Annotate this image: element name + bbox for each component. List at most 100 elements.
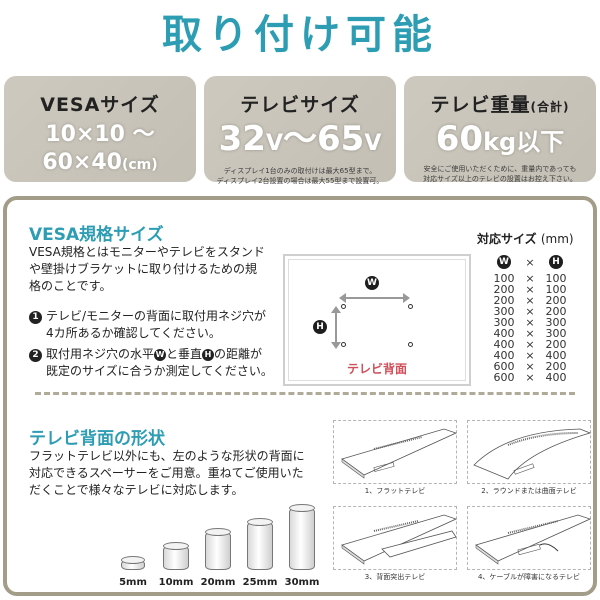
w-badge-icon: W [154,349,167,361]
step-text: の距離が [214,347,263,361]
width-value: 600 [493,360,515,373]
h-badge-icon: H [313,320,327,334]
height-value: 200 [545,360,567,373]
step-text: テレビ/モニターの背面に取付用ネジ穴が [46,309,267,323]
spacer-label: 5mm [119,577,147,588]
card-value: 60kg以下 [404,119,596,162]
height-value: 400 [545,349,567,362]
min-size: 32 [218,119,266,159]
shape-description: フラットテレビ以外にも、左のような形状の背面に 対応できるスペーサーをご用意。重… [29,448,329,499]
height-value: 300 [545,316,567,329]
card-value: 10×10 〜 60×40(cm) [4,121,196,179]
height-value: 200 [545,294,567,307]
times-icon: × [525,371,535,384]
desc-line: だくことで様々なテレビに対応します。 [29,483,244,497]
spacer-label: 30mm [284,577,320,588]
diagram-label: テレビ背面 [346,362,407,376]
unit-v: V [265,131,283,156]
flat-tv-icon [341,428,458,479]
times-icon: × [525,327,535,340]
h-badge-icon: H [202,349,215,361]
spacer-25mm-icon [247,518,273,570]
card-heading: テレビ重量(合計) [404,90,596,117]
desc-line: VESA規格とはモニターやテレビをスタンド [29,245,265,259]
spacer-label: 25mm [242,577,278,588]
spacer-10mm-icon [163,542,189,570]
height-arrow-icon [335,310,337,346]
cable-tv-icon [475,514,592,565]
times-icon: × [525,283,535,296]
size-table-title: 対応サイズ (mm) [477,230,597,247]
desc-line: 格のことです。 [29,279,112,293]
width-value: 400 [493,327,515,340]
step-number-icon: 2 [29,349,42,362]
width-value: 600 [493,371,515,384]
width-value: 200 [493,294,515,307]
vesa-description: VESA規格とはモニターやテレビをスタンド や壁掛けブラケットに取り付けるための… [29,244,279,295]
times-icon: × [525,255,535,269]
arrow-down-icon [331,342,341,349]
table-row: 200×200 [477,295,597,306]
max-size: 65 [317,119,365,159]
vesa-min: 10×10 〜 [45,122,155,147]
protruding-tv-illustration [333,506,458,570]
times-icon: × [525,338,535,351]
tv-type-caption: 4、ケーブルが障害になるテレビ [477,573,581,581]
width-value: 400 [493,338,515,351]
shape-section-title: テレビ背面の形状 [29,429,165,449]
page-title: 取り付け可能 [162,12,438,58]
card-heading: VESAサイズ [40,94,160,116]
times-icon: × [525,272,535,285]
width-value: 100 [493,272,515,285]
title-text: 対応サイズ [477,232,537,246]
card-note: 安全にご使用いただくために、重量内であっても 対応サイズ以上のテレビの設置はお控… [404,164,596,184]
protruding-tv-icon [341,514,458,565]
weight-unit: kg以下 [483,128,565,156]
width-value: 200 [493,283,515,296]
table-row: 600 × 400 [477,372,597,383]
width-arrow-icon [341,297,405,299]
desc-line: 対応できるスペーサーをご用意。重ねてご使用いた [29,466,304,480]
width-value: 300 [493,316,515,329]
range-separator: 〜 [283,119,317,159]
arrow-up-icon [331,306,341,313]
card-note: ディスプレイ1台のみの取付けは最大65型まで。 ディスプレイ2台設置の場合は最大… [204,166,396,186]
h-badge-icon: H [549,255,563,269]
card-heading: テレビサイズ [240,94,360,116]
step-text: 4カ所あるか確認してください。 [46,326,221,340]
flat-tv-illustration [333,420,458,484]
w-badge-icon: W [497,255,511,269]
heading-suffix: (合計) [530,100,570,114]
size-table-header: W × H [477,255,597,269]
unit-v: V [364,131,382,156]
vesa-max: 60×40 [42,150,122,175]
screw-hole-icon [341,342,346,347]
weight-value: 60 [435,119,484,159]
times-icon: × [525,349,535,362]
tv-type-caption: 2、ラウンドまたは曲面テレビ [481,487,577,495]
width-value: 400 [493,349,515,362]
width-value: 300 [493,305,515,318]
tv-back-diagram: W H テレビ背面 [283,254,471,386]
height-value: 200 [545,305,567,318]
screw-hole-icon [341,304,346,309]
table-row: 300×300 [477,317,597,328]
arrow-right-icon [403,293,410,303]
times-icon: × [525,360,535,373]
step-text: 既定のサイズに合うか測定してください。 [46,364,273,378]
w-badge-icon: W [365,276,379,290]
height-value: 200 [545,338,567,351]
spacer-label: 10mm [158,577,194,588]
height-value: 100 [545,283,567,296]
table-row: 600 × 200 [477,361,597,372]
note-line: ディスプレイ2台設置の場合は最大55型まで設置可。 [216,177,384,185]
table-row: 100×100 [477,273,597,284]
vesa-section-title: VESA規格サイズ [29,225,164,245]
supported-size-table: 対応サイズ (mm) W × H 100×100 200×100 200×200… [477,230,597,383]
step-text: 取付用ネジ穴の水平 [46,347,155,361]
height-value: 400 [545,371,567,384]
table-row: 400 × 400 [477,350,597,361]
curved-tv-illustration [467,420,592,484]
vesa-max-line: 60×40(cm) [4,149,196,179]
